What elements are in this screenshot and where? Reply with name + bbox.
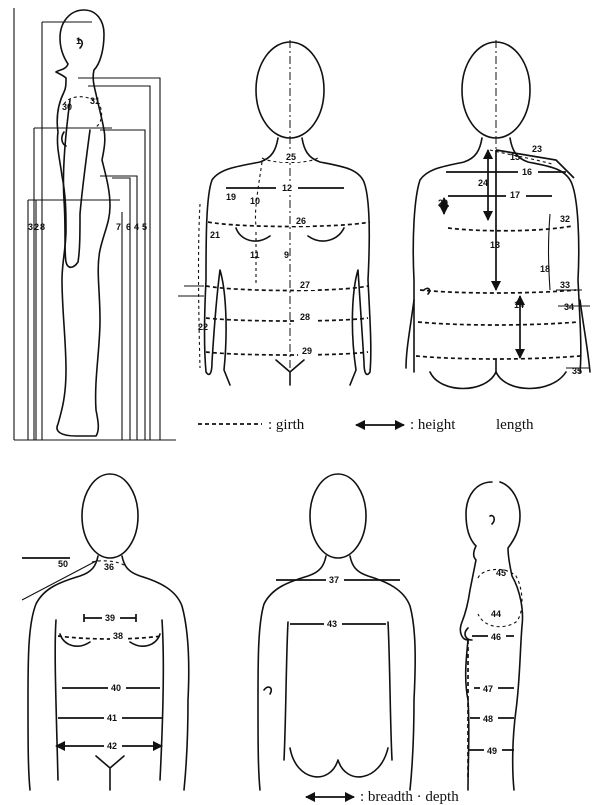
side-view-figure: 30 31 1 3 2 8 7 6 4 5 xyxy=(14,8,176,440)
front-label-28: 28 xyxy=(300,312,310,322)
back-label-16: 16 xyxy=(522,167,532,177)
front-label-12: 12 xyxy=(282,183,292,193)
back-label-15: 15 xyxy=(510,152,520,162)
side-label-1: 1 xyxy=(76,36,81,46)
back-label-23: 23 xyxy=(532,144,542,154)
back-label-32: 32 xyxy=(560,214,570,224)
front-label-29: 29 xyxy=(302,346,312,356)
bl-label-36: 36 xyxy=(104,562,114,572)
front-label-26: 26 xyxy=(296,216,306,226)
bl-label-40: 40 xyxy=(111,683,121,693)
breadth-depth-legend-label: : breadth · depth xyxy=(360,789,459,805)
br-label-44: 44 xyxy=(491,609,501,619)
front-label-25: 25 xyxy=(286,152,296,162)
bl-label-39: 39 xyxy=(105,613,115,623)
side-label-30: 30 xyxy=(62,102,72,112)
bottom-right-figure: 45 44 46 47 48 49 xyxy=(460,482,522,790)
br-label-49: 49 xyxy=(487,746,497,756)
front-label-21: 21 xyxy=(210,230,220,240)
height-legend-label: : height xyxy=(410,417,456,433)
length-legend-label: length xyxy=(496,417,534,433)
side-label-4: 4 xyxy=(134,222,139,232)
side-label-7: 7 xyxy=(116,222,121,232)
back-label-34: 34 xyxy=(564,302,574,312)
bl-label-38: 38 xyxy=(113,631,123,641)
side-label-31: 31 xyxy=(90,96,100,106)
bottom-middle-figure: 37 43 xyxy=(258,474,415,790)
back-label-33: 33 xyxy=(560,280,570,290)
br-label-45: 45 xyxy=(496,568,506,578)
back-label-24: 24 xyxy=(478,178,488,188)
bm-label-37: 37 xyxy=(329,575,339,585)
legend-bottom: : breadth · depth xyxy=(306,789,459,805)
legend-top: : girth : height length xyxy=(198,417,534,433)
front-label-22: 22 xyxy=(198,322,208,332)
front-label-9: 9 xyxy=(284,250,289,260)
front-label-27: 27 xyxy=(300,280,310,290)
back-view-figure: 23 15 16 24 17 20 32 13 18 33 14 34 35 xyxy=(406,40,590,389)
br-label-48: 48 xyxy=(483,714,493,724)
front-label-19: 19 xyxy=(226,192,236,202)
side-label-3: 3 xyxy=(28,222,33,232)
br-label-46: 46 xyxy=(491,632,501,642)
front-label-10: 10 xyxy=(250,196,260,206)
back-label-20: 20 xyxy=(438,198,448,208)
back-label-18: 18 xyxy=(540,264,550,274)
back-label-14: 14 xyxy=(514,300,524,310)
side-label-6: 6 xyxy=(126,222,131,232)
bm-label-43: 43 xyxy=(327,619,337,629)
back-label-17: 17 xyxy=(510,190,520,200)
bl-label-42: 42 xyxy=(107,741,117,751)
side-label-8: 8 xyxy=(40,222,45,232)
front-view-figure: 25 12 19 10 26 11 9 21 27 28 22 29 xyxy=(178,40,371,385)
bl-label-50: 50 xyxy=(58,559,68,569)
back-label-13: 13 xyxy=(490,240,500,250)
bottom-left-figure: 50 36 39 38 40 41 42 xyxy=(22,474,189,790)
girth-legend-label: : girth xyxy=(268,417,305,433)
side-label-2: 2 xyxy=(34,222,39,232)
bl-label-41: 41 xyxy=(107,713,117,723)
br-label-47: 47 xyxy=(483,684,493,694)
front-label-11: 11 xyxy=(250,250,260,260)
back-label-35: 35 xyxy=(572,366,582,376)
side-label-5: 5 xyxy=(142,222,147,232)
